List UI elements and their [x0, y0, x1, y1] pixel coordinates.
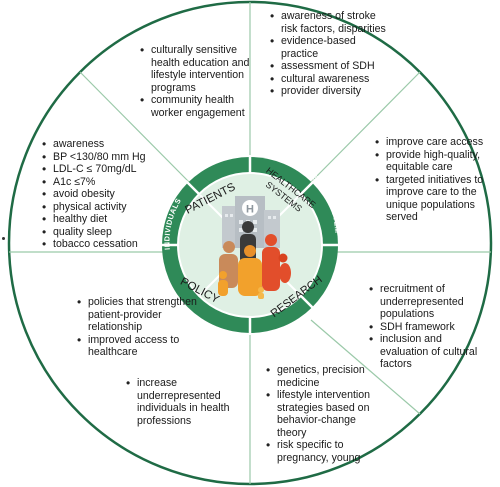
person-body [219, 254, 238, 288]
hospital-sign-letter: H [246, 204, 254, 216]
person-body [258, 293, 264, 299]
communities-list: culturally sensitive health education an… [139, 43, 261, 119]
bullet-item: provider diversity [270, 84, 391, 98]
window [268, 216, 271, 219]
bullet-item: cultural awareness [270, 72, 391, 86]
bullet-item: SDH framework [369, 320, 480, 334]
clinicians-list: awareness of stroke risk factors, dispar… [269, 9, 391, 98]
window [253, 228, 257, 232]
person-body [262, 247, 280, 291]
bullet-item: policies that strengthen patient-provide… [77, 295, 198, 334]
person-body [238, 258, 262, 296]
bullet-item: recruitment of underrepresented populati… [369, 282, 480, 321]
stray-dot [2, 237, 5, 240]
bullet-item: inclusion and evaluation of cultural fac… [369, 332, 480, 371]
person-head [265, 234, 277, 246]
design-list: recruitment of underrepresented populati… [368, 282, 480, 371]
bullet-item: healthy diet [42, 212, 183, 226]
person-head [219, 271, 227, 279]
window [253, 220, 257, 224]
bullet-item: improved access to healthcare [77, 333, 198, 359]
person-head [244, 245, 256, 257]
bullet-item: risk specific to pregnancy, young [266, 438, 387, 464]
content-list: genetics, precision medicinelifestyle in… [265, 363, 387, 464]
person-body [279, 263, 291, 283]
hospital-sign-circle [242, 200, 258, 216]
ring-sep-ur [300, 180, 315, 195]
bullet-item: improve care access [375, 135, 486, 149]
bullet-item: tobacco cessation [42, 237, 183, 251]
bullet-item: increase underrepresented individuals in… [126, 376, 237, 427]
bullet-item: community health worker engagement [140, 93, 261, 119]
bullet-item: avoid obesity [42, 187, 183, 201]
bullet-item: evidence-based practice [270, 34, 391, 60]
person-head [242, 221, 254, 233]
policy-list: policies that strengthen patient-provide… [76, 295, 198, 359]
people-group-icon [218, 221, 291, 299]
bullet-item: BP <130/80 mm Hg [42, 150, 183, 164]
health-systems-list: improve care accessprovide high-quality,… [374, 135, 486, 224]
bullet-item: physical activity [42, 200, 183, 214]
individuals-list: awarenessBP <130/80 mm HgLDL-C ≤ 70mg/dL… [41, 137, 183, 251]
window [239, 220, 243, 224]
window [273, 216, 276, 219]
person-head [223, 241, 235, 253]
window [239, 228, 243, 232]
bullet-item: quality sleep [42, 225, 183, 239]
divider-upper-right [310, 71, 421, 183]
bullet-item: LDL-C ≤ 70mg/dL [42, 162, 183, 176]
ring-sep-ul [185, 180, 200, 195]
person-head [278, 253, 288, 263]
person-head [258, 287, 264, 293]
bullet-item: targeted initiatives to improve care to … [375, 173, 486, 224]
core-divider-ul [199, 194, 227, 222]
bullet-item: provide high-quality, equitable care [375, 148, 486, 174]
bullet-item: awareness [42, 137, 183, 151]
bullet-item: A1c ≤7% [42, 175, 183, 189]
bullet-item: genetics, precision medicine [266, 363, 387, 389]
bullet-item: lifestyle intervention strategies based … [266, 388, 387, 439]
person-body [218, 280, 228, 296]
policy-workforce-list: increase underrepresented individuals in… [125, 376, 237, 427]
bullet-item: culturally sensitive health education an… [140, 43, 261, 94]
window [230, 214, 233, 217]
bullet-item: awareness of stroke risk factors, dispar… [270, 9, 391, 35]
window [225, 214, 228, 217]
wheel-dividers [9, 2, 491, 484]
bullet-item: assessment of SDH [270, 59, 391, 73]
ring-sep-lr [300, 295, 315, 310]
